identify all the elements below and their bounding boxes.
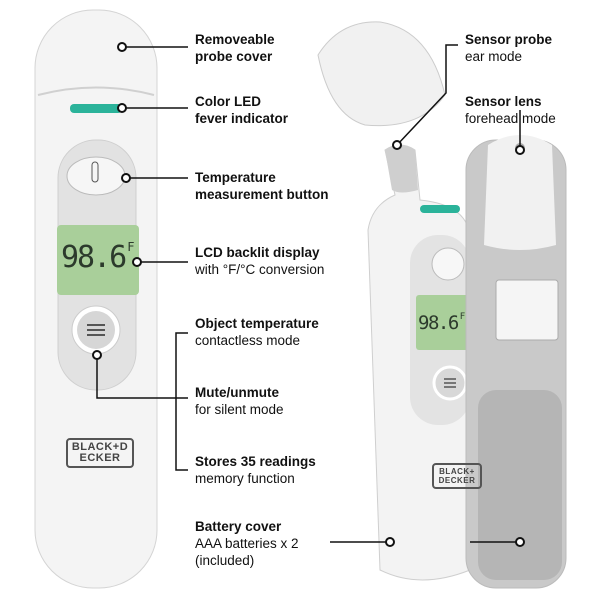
thermometer-back: [465, 135, 567, 589]
callout-lines: [96, 44, 521, 543]
brand-logo-side: BLACK+DECKER: [432, 463, 482, 489]
lcd-readout-side: 98.6 F: [418, 312, 465, 334]
lcd-reading: 98.6: [61, 240, 127, 275]
temperature-button: [66, 156, 126, 196]
label-sticker: [495, 279, 559, 341]
lcd-unit-side: F: [459, 312, 466, 322]
battery-cover: [478, 390, 562, 580]
brand-logo: BLACK+DECKER: [66, 438, 134, 468]
lcd-reading-side: 98.6: [418, 312, 459, 334]
lcd-unit: F: [127, 240, 135, 254]
lcd-display: [57, 225, 139, 295]
thermometer-side: [367, 144, 472, 581]
led-indicator: [70, 104, 122, 113]
thermometer-front: [34, 9, 158, 589]
probe-cover: [317, 21, 446, 127]
thermometer-icon: [91, 161, 99, 183]
lcd-readout: 98.6 F: [61, 240, 134, 275]
